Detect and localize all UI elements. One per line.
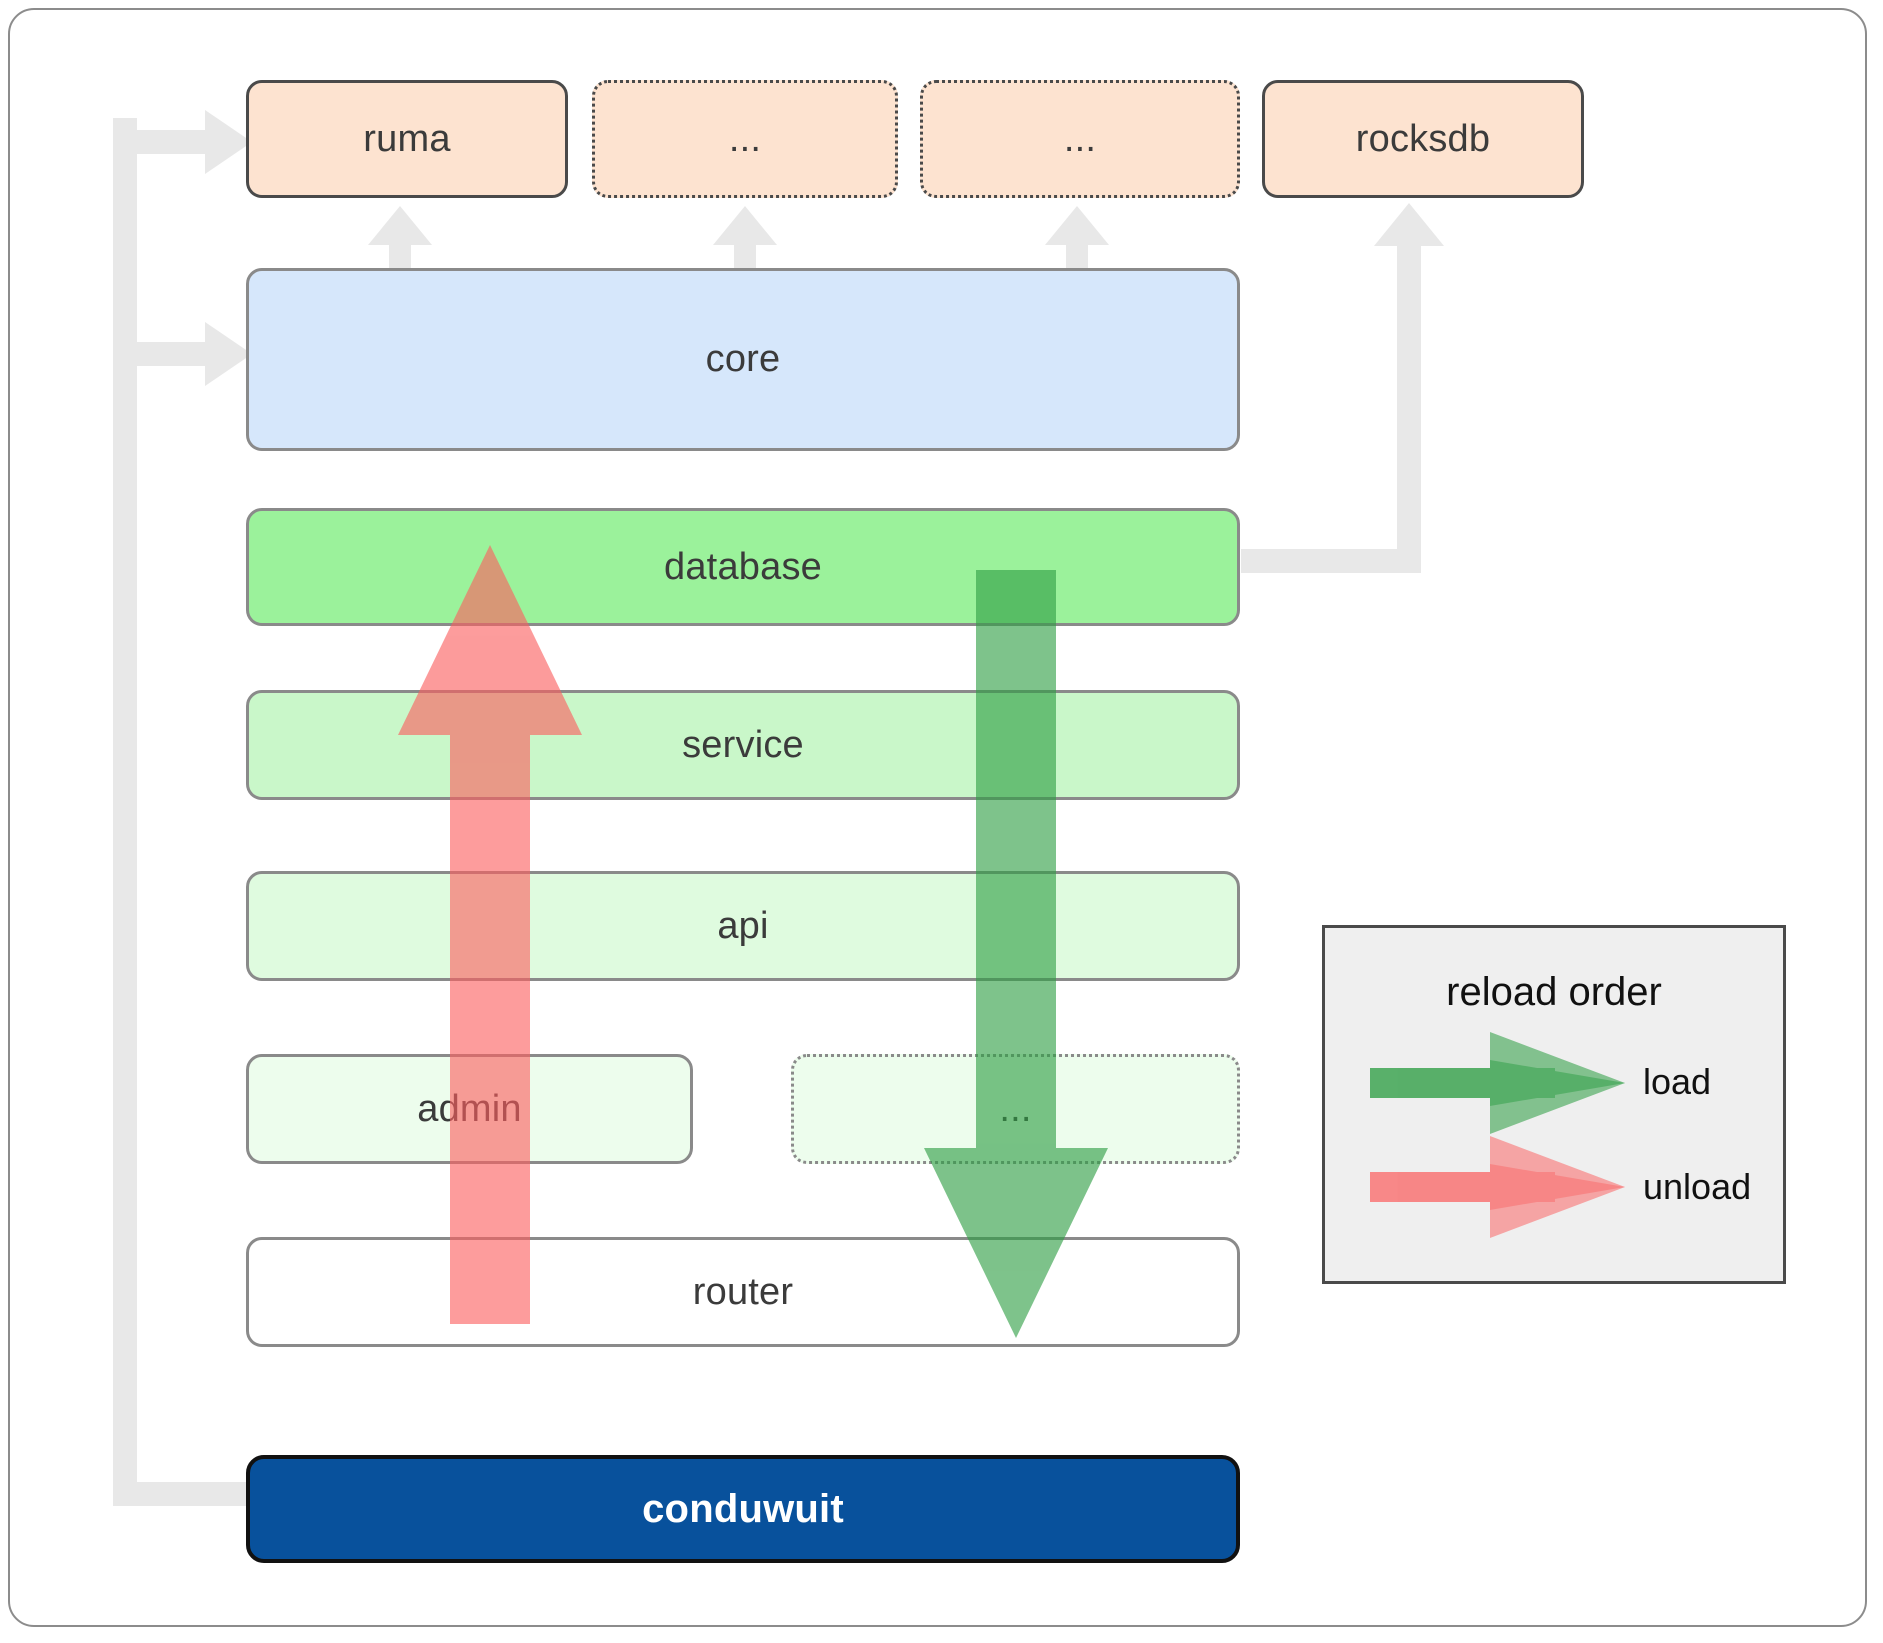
- layer-box-api[interactable]: api: [246, 871, 1240, 981]
- legend-label-load: load: [1643, 1061, 1712, 1102]
- legend-title: reload order: [1446, 970, 1662, 1014]
- legend-unload-arrow-icon: [1370, 1136, 1625, 1238]
- layer-box-router[interactable]: router: [246, 1237, 1240, 1347]
- core-box[interactable]: core: [246, 268, 1240, 451]
- legend-load-arrow-icon: [1370, 1032, 1625, 1134]
- unload-arrow: [398, 545, 582, 1324]
- dep-box-3[interactable]: ...: [920, 80, 1240, 198]
- legend-label-unload: unload: [1643, 1166, 1752, 1207]
- load-arrow: [924, 570, 1108, 1338]
